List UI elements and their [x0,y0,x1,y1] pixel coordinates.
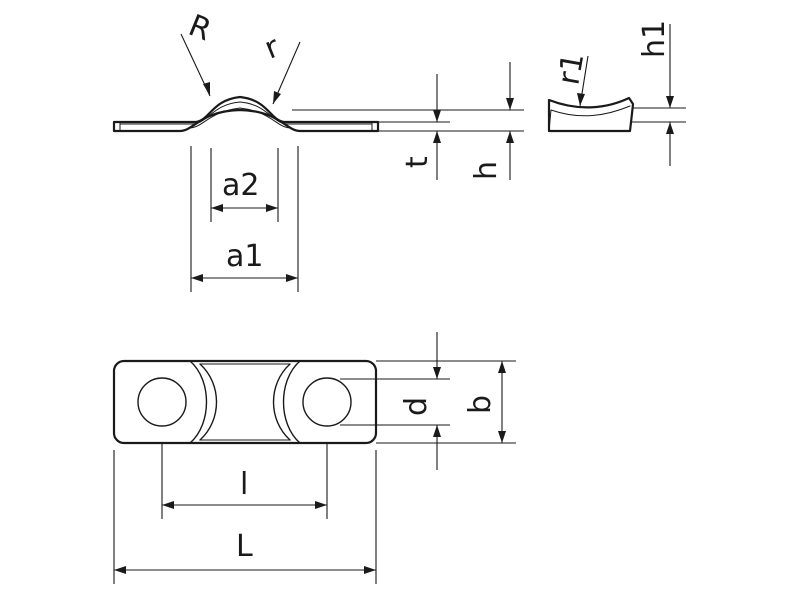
a1-dimension: a1 [190,146,299,292]
label-a2: a2 [222,168,259,203]
label-r: r [260,29,285,66]
thickness-t-dimension: t [400,74,441,180]
side-view [112,95,380,133]
hole-spacing-l-dimension: l [161,444,328,519]
label-L: L [236,529,253,564]
height-h1-dimension: h1 [632,20,686,166]
radius-r-callout: r [260,29,301,105]
left-hole [137,377,187,427]
clamp-plan-outline [112,359,378,445]
a2-dimension: a2 [210,148,279,222]
label-d: d [399,397,434,416]
section-profile [547,96,635,133]
height-h-dimension: h [469,62,514,180]
radius-R-callout: R [180,8,216,97]
length-L-dimension: L [113,450,377,584]
label-h: h [469,161,504,180]
hole-diameter-d-dimension: d [399,332,441,470]
width-b-dimension: b [463,361,506,443]
clamp-side-outline [112,95,380,133]
clamp-side-inner-line [119,101,373,125]
radius-r1-callout: r1 [551,50,591,107]
label-R: R [184,8,216,48]
section-view [547,96,635,133]
label-a1: a1 [226,239,263,274]
label-r1: r1 [551,50,591,87]
center-strap [189,360,208,444]
right-hole [302,377,352,427]
label-l: l [240,467,248,502]
top-view [112,359,378,445]
label-h1: h1 [637,20,672,58]
label-t: t [400,156,435,168]
label-b: b [463,395,498,414]
